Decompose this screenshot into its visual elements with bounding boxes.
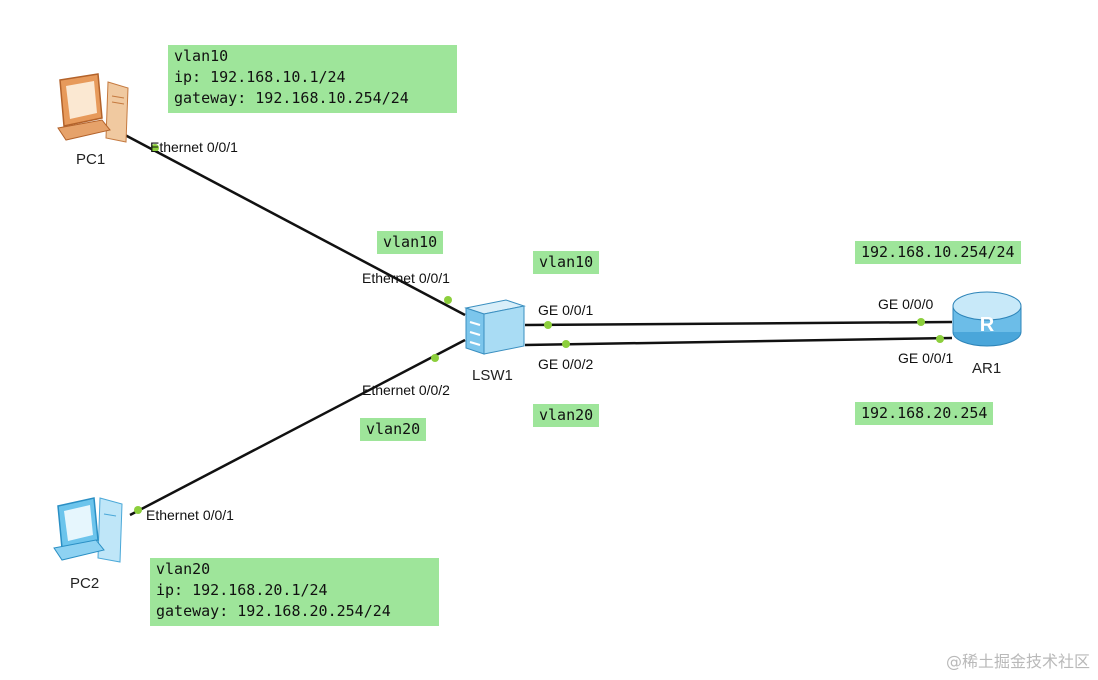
trunk-vlan20-note: vlan20 — [533, 404, 600, 427]
port-dot — [444, 296, 452, 304]
pc1-gateway-text: gateway: 192.168.10.254/24 — [174, 89, 409, 107]
ar1-ge0-port-label: GE 0/0/0 — [878, 296, 934, 312]
pc2-config-note: vlan20 ip: 192.168.20.1/24 gateway: 192.16… — [150, 558, 439, 626]
link-lsw1-ar1-ge1 — [524, 320, 953, 327]
pc1-label: PC1 — [76, 151, 106, 168]
router-icon[interactable]: R — [950, 286, 1024, 352]
switch-icon[interactable] — [462, 296, 528, 358]
link-pc2-lsw1 — [129, 338, 466, 517]
port-dot — [917, 318, 925, 326]
pc1-icon[interactable] — [52, 72, 134, 152]
lsw1-ge2-port-label: GE 0/0/2 — [538, 356, 594, 372]
link-pc1-lsw1 — [124, 133, 466, 317]
watermark: @稀土掘金技术社区 — [945, 652, 1090, 671]
pc1-config-note: vlan10 ip: 192.168.10.1/24 gateway: 192.16… — [168, 45, 457, 113]
pc2-ip-text: ip: 192.168.20.1/24 — [156, 581, 328, 599]
pc1-vlan-text: vlan10 — [174, 47, 229, 65]
lsw1-eth2-port-label: Ethernet 0/0/2 — [362, 382, 450, 398]
ar1-ge1-port-label: GE 0/0/1 — [898, 350, 954, 366]
port-dot — [151, 144, 159, 152]
link-pc2-vlan-note: vlan20 — [360, 418, 427, 441]
switch-label: LSW1 — [472, 367, 513, 384]
lsw1-eth1-port-label: Ethernet 0/0/1 — [362, 270, 450, 286]
port-dot — [562, 340, 570, 348]
svg-text:R: R — [980, 314, 995, 336]
pc2-port-label: Ethernet 0/0/1 — [146, 507, 234, 523]
lsw1-ge1-port-label: GE 0/0/1 — [538, 302, 594, 318]
pc2-label: PC2 — [70, 575, 100, 592]
pc1-port-label: Ethernet 0/0/1 — [150, 139, 238, 155]
trunk-vlan10-note: vlan10 — [533, 251, 600, 274]
pc2-vlan-text: vlan20 — [156, 560, 211, 578]
ar1-ge0-ip-note: 192.168.10.254/24 — [855, 241, 1021, 264]
port-dot — [431, 354, 439, 362]
port-dot — [544, 321, 552, 329]
pc1-ip-text: ip: 192.168.10.1/24 — [174, 68, 346, 86]
ar1-ge1-ip-note: 192.168.20.254 — [855, 402, 994, 425]
link-pc1-vlan-note: vlan10 — [377, 231, 444, 254]
link-lsw1-ar1-ge2 — [524, 336, 953, 347]
pc2-gateway-text: gateway: 192.168.20.254/24 — [156, 602, 391, 620]
port-dot — [936, 335, 944, 343]
pc2-icon[interactable] — [50, 494, 132, 574]
router-label: AR1 — [972, 360, 1002, 377]
port-dot — [134, 506, 142, 514]
